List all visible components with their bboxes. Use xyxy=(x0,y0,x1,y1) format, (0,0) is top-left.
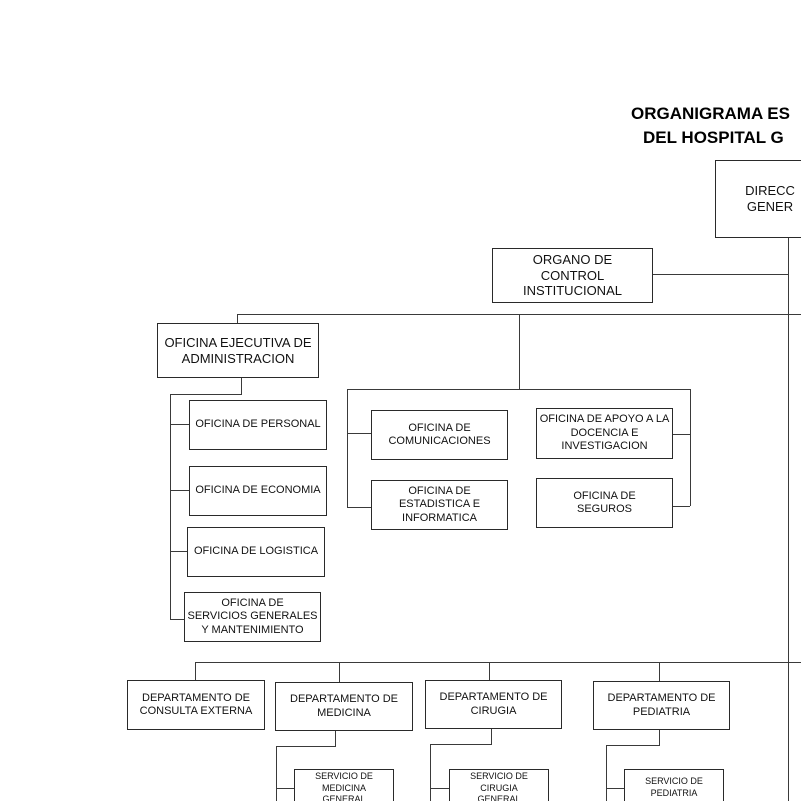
departamento-medicina-box: DEPARTAMENTO DE MEDICINA xyxy=(275,682,413,731)
support-offices-right-bracket xyxy=(690,389,691,506)
medicina-services-connector xyxy=(276,746,277,801)
pediatria-branch-connector xyxy=(606,745,660,746)
seguros-connector xyxy=(673,506,690,507)
medicina-drop-connector xyxy=(339,662,340,682)
oficina-logistica-box: OFICINA DE LOGISTICA xyxy=(187,527,325,577)
cirugia-drop-connector xyxy=(489,662,490,680)
organo-control-box: ORGANO DE CONTROL INSTITUCIONAL xyxy=(492,248,653,303)
admin-branch-connector xyxy=(170,394,242,395)
pediatria-drop-connector xyxy=(659,662,660,681)
estadistica-connector xyxy=(347,507,371,508)
oficina-apoyo-docencia-box: OFICINA DE APOYO A LA DOCENCIA E INVESTI… xyxy=(536,408,673,459)
departamento-consulta-externa-box: DEPARTAMENTO DE CONSULTA EXTERNA xyxy=(127,680,265,730)
oficina-personal-box: OFICINA DE PERSONAL xyxy=(189,400,327,450)
support-offices-left-bracket xyxy=(347,389,348,508)
pediatria-service-connector xyxy=(606,788,624,789)
departments-level-connector xyxy=(195,662,801,663)
departamento-pediatria-box: DEPARTAMENTO DE PEDIATRIA xyxy=(593,681,730,730)
admin-offices-vertical-connector xyxy=(170,394,171,620)
support-offices-top-connector xyxy=(347,389,691,390)
direccion-general-box: DIRECC GENER xyxy=(715,160,801,238)
chart-title-line-2: DEL HOSPITAL G xyxy=(643,128,784,147)
oficina-servicios-generales-box: OFICINA DE SERVICIOS GENERALES Y MANTENI… xyxy=(184,592,321,642)
oficina-estadistica-box: OFICINA DE ESTADISTICA E INFORMATICA xyxy=(371,480,508,530)
main-vertical-connector xyxy=(788,238,789,801)
admin-drop-connector xyxy=(237,314,238,323)
logistica-connector xyxy=(170,551,187,552)
cirugia-services-connector xyxy=(430,744,431,801)
support-offices-drop-connector xyxy=(519,314,520,390)
medicina-branch-connector xyxy=(276,746,336,747)
chart-title-line-1: ORGANIGRAMA ES xyxy=(631,104,790,123)
medicina-general-connector xyxy=(276,788,294,789)
servicios-generales-connector xyxy=(170,619,184,620)
cirugia-down-connector xyxy=(491,728,492,744)
consulta-externa-drop-connector xyxy=(195,662,196,680)
cirugia-general-connector xyxy=(430,788,449,789)
comunicaciones-connector xyxy=(347,433,371,434)
servicio-cirugia-general-box: SERVICIO DE CIRUGIA GENERAL xyxy=(449,769,549,801)
departamento-cirugia-box: DEPARTAMENTO DE CIRUGIA xyxy=(425,680,562,729)
apoyo-docencia-connector xyxy=(673,434,690,435)
oficina-economia-box: OFICINA DE ECONOMIA xyxy=(189,466,327,516)
oficina-comunicaciones-box: OFICINA DE COMUNICACIONES xyxy=(371,410,508,460)
admin-down-connector xyxy=(241,378,242,394)
medicina-down-connector xyxy=(335,730,336,747)
servicio-pediatria-box: SERVICIO DE PEDIATRIA xyxy=(624,769,724,801)
oficina-seguros-box: OFICINA DE SEGUROS xyxy=(536,478,673,528)
cirugia-branch-connector xyxy=(430,744,492,745)
economia-connector xyxy=(170,490,189,491)
servicio-medicina-general-box: SERVICIO DE MEDICINA GENERAL xyxy=(294,769,394,801)
personal-connector xyxy=(170,424,189,425)
pediatria-services-connector xyxy=(606,745,607,801)
pediatria-down-connector xyxy=(659,729,660,746)
oficina-ejecutiva-administracion-box: OFICINA EJECUTIVA DE ADMINISTRACION xyxy=(157,323,319,378)
organo-control-connector xyxy=(653,274,788,275)
